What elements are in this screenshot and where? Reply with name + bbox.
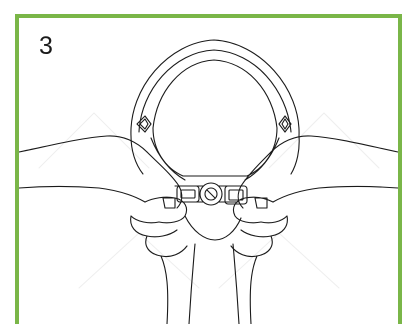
left-thumb [144,196,188,224]
buckle-center-ring-inner [204,187,218,201]
left-arm-upper [19,135,148,153]
helmet-vent-left [136,115,152,133]
right-nail [254,197,268,209]
helmet-strap-illustration [19,39,398,324]
right-arm-lower [272,185,398,203]
buckle-center-notch [206,189,216,199]
chin [184,215,242,324]
left-finger-1 [130,215,160,224]
buckle-left-slot [180,189,196,199]
left-arm-lower [19,185,146,203]
left-finger-3 [145,235,188,258]
left-wrist-lower [160,255,169,324]
step-number: 3 [39,32,53,60]
left-nail [162,197,176,209]
chin-outline [184,215,242,241]
right-wrist-lower [249,255,258,324]
neck-left [188,243,196,324]
buckle-right-clip [224,185,248,205]
chin-strap [174,182,248,206]
helmet-outer-shell [130,39,300,175]
helmet-vent-right-inner [281,118,289,130]
right-hand [230,135,398,324]
left-hand [19,135,188,324]
buckle-right-slot [228,189,244,201]
right-arm-upper [270,135,398,153]
helmet-vent-left-inner [139,118,149,130]
buckle-left-clip [176,185,200,203]
helmet [130,39,300,181]
helmet-strap-right [244,137,280,181]
neck-right [232,243,240,324]
helmet-outer-shell-left [130,135,144,175]
right-finger-1 [260,215,288,224]
step-panel: 3 [15,14,402,324]
helmet-rim [138,49,292,133]
helmet-inner-liner [152,59,278,177]
right-finger-3 [230,235,273,258]
helmet-vent-right [278,115,292,133]
helmet-strap-left [150,137,186,181]
